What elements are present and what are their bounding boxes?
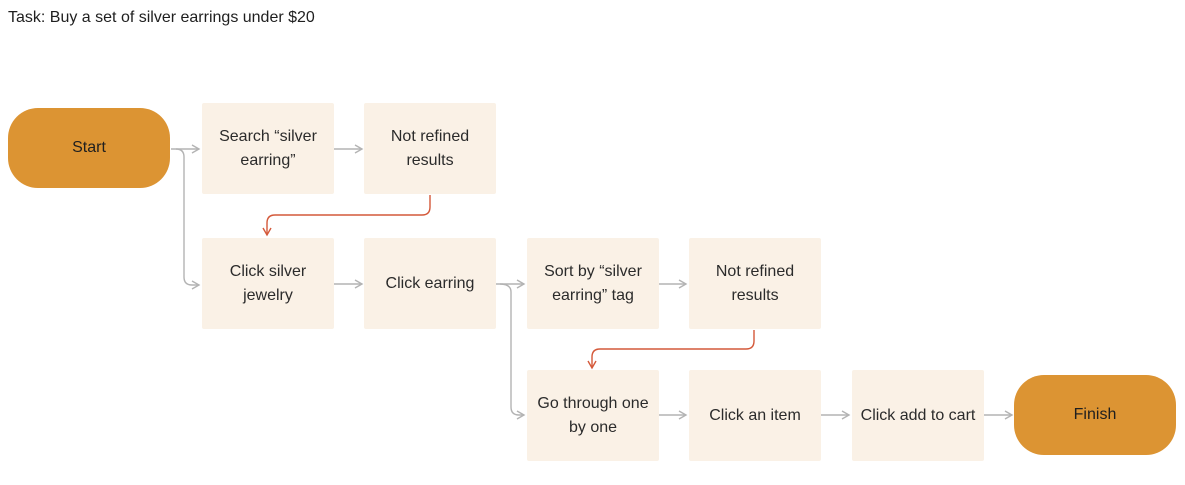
not-refined-results-step-1: Not refined results (364, 103, 496, 194)
click-add-to-cart-step: Click add to cart (852, 370, 984, 461)
click-an-item-step: Click an item (689, 370, 821, 461)
sort-by-tag-step: Sort by “silver earring” tag (527, 238, 659, 329)
search-silver-earring-step: Search “silver earring” (202, 103, 334, 194)
arrow-start-to-click-silver-jewelry (175, 148, 201, 290)
finish-node: Finish (1014, 375, 1176, 455)
start-node: Start (8, 108, 170, 188)
click-earring-step: Click earring (364, 238, 496, 329)
arrow-not-refined-to-go-through (587, 330, 755, 370)
click-silver-jewelry-step: Click silver jewelry (202, 238, 334, 329)
task-description: Task: Buy a set of silver earrings under… (8, 9, 315, 26)
go-through-one-by-one-step: Go through one by one (527, 370, 659, 461)
arrow-click-earring-to-go-through (499, 283, 526, 420)
arrow-not-refined-to-click-silver-jewelry (262, 195, 431, 237)
not-refined-results-step-2: Not refined results (689, 238, 821, 329)
